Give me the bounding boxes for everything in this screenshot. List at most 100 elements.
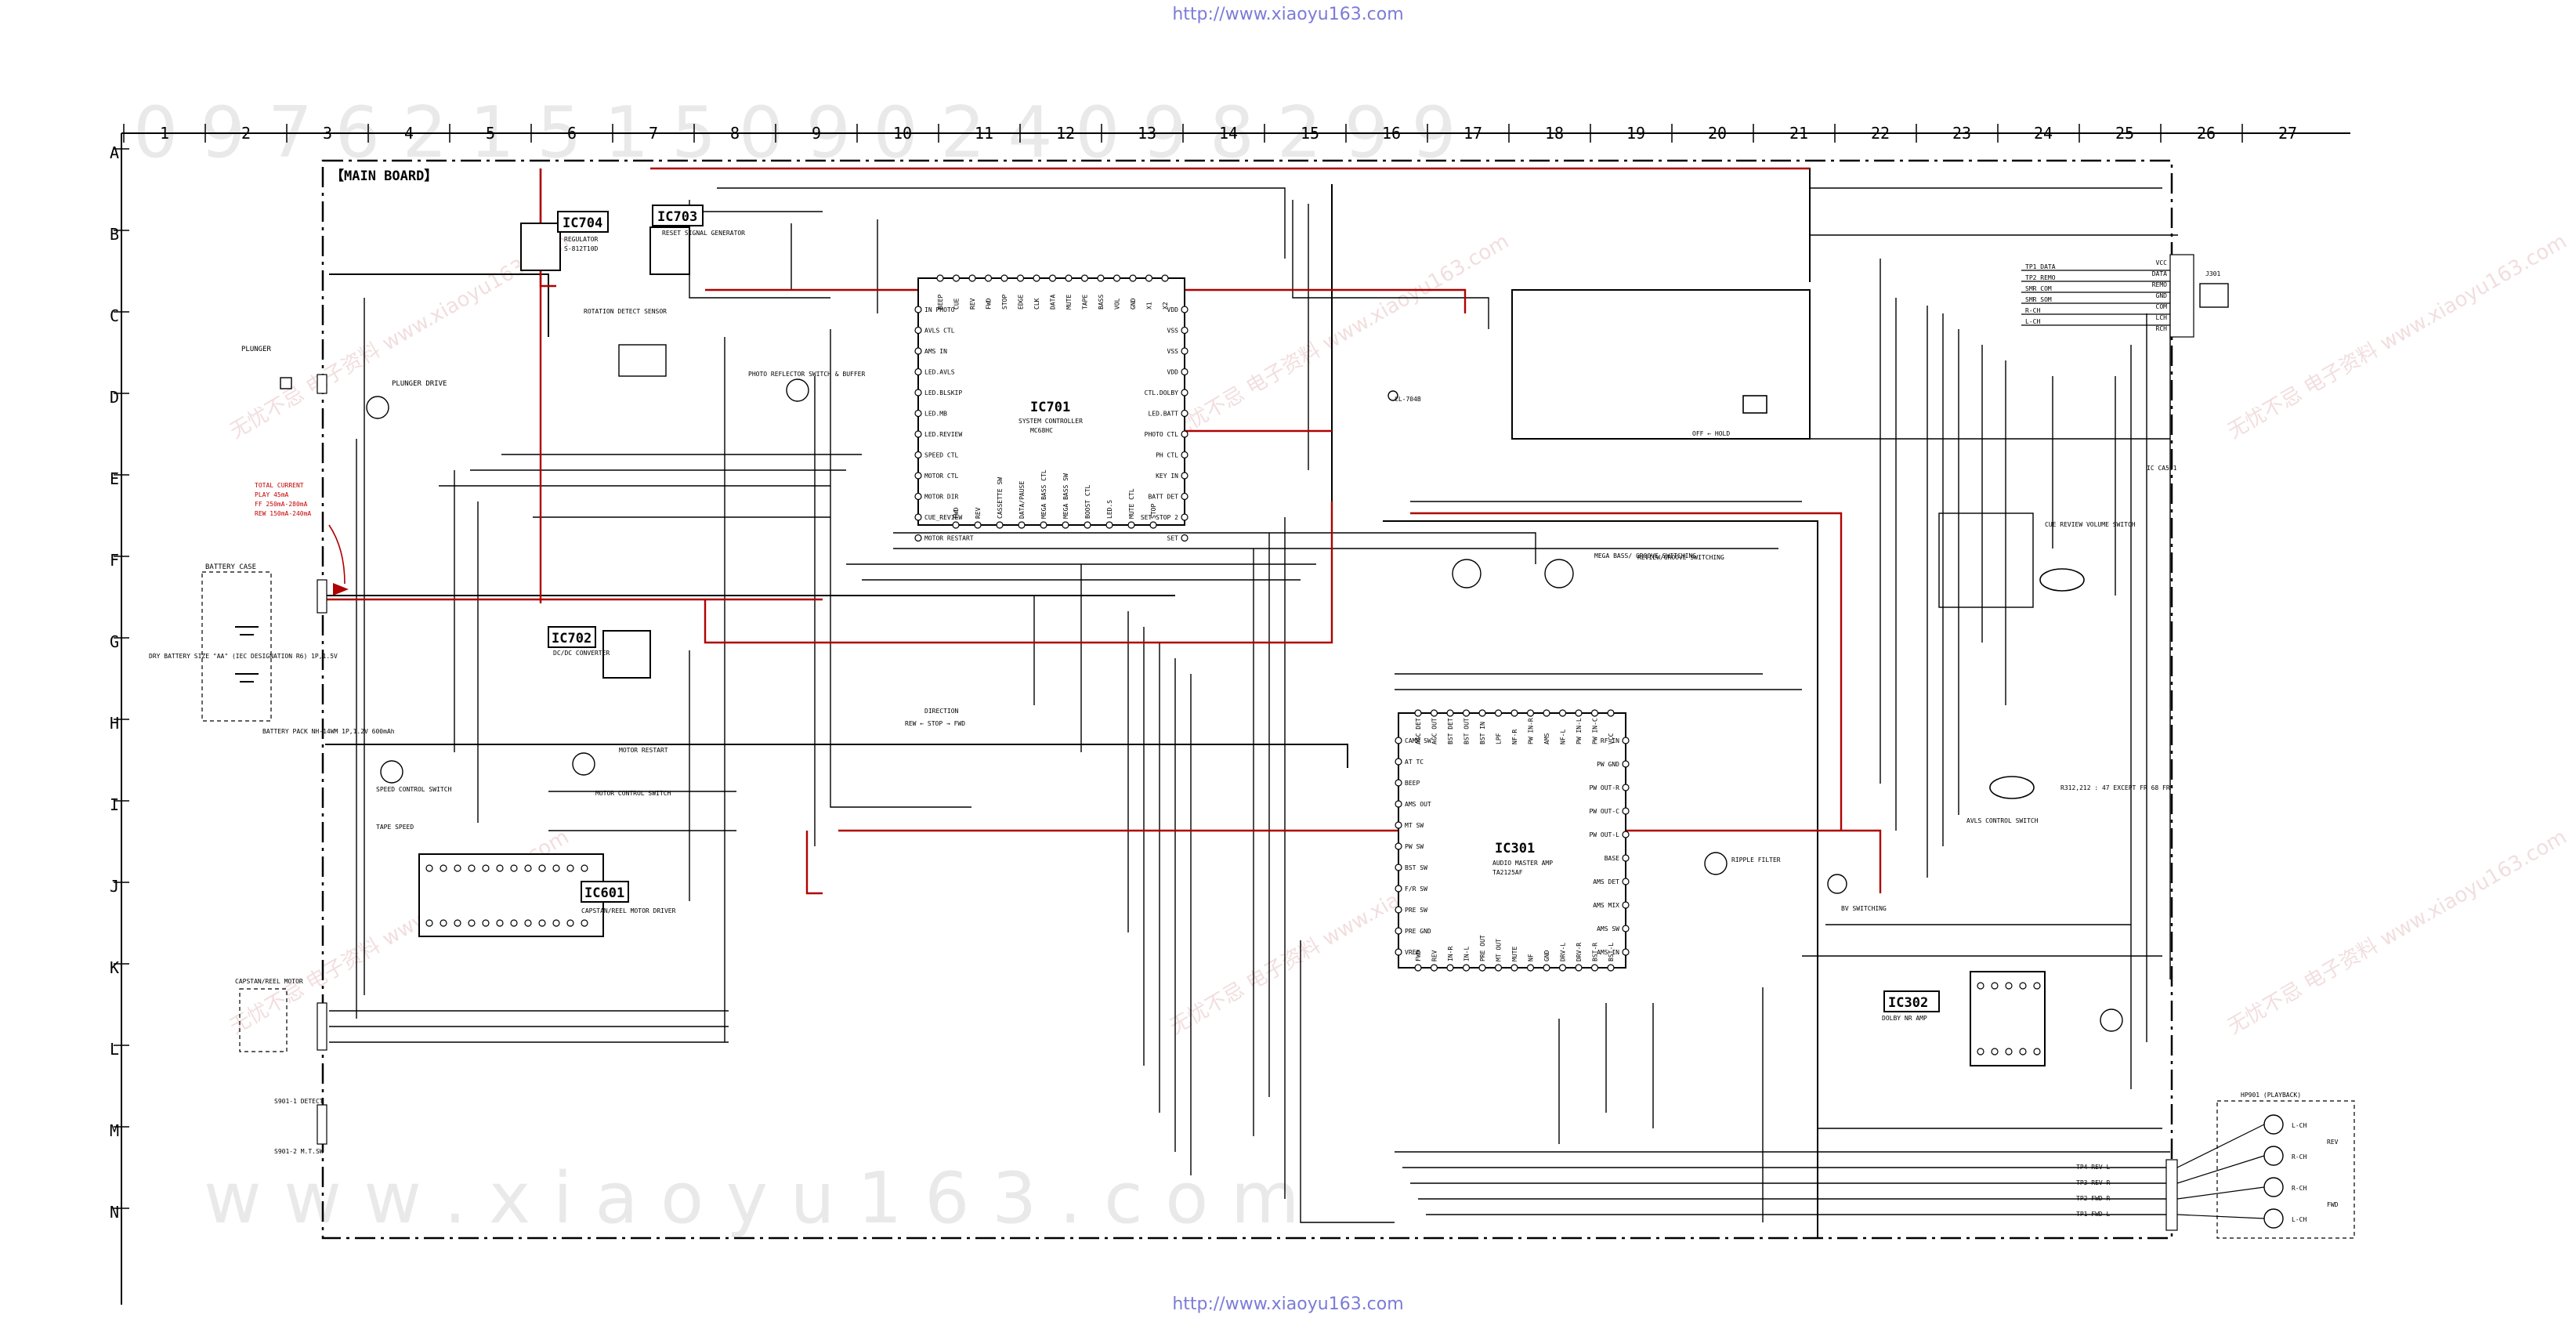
grid-column-label: 27 (2278, 124, 2297, 143)
connector-detect[interactable] (317, 1104, 327, 1145)
except-fr-label: R312,212 : 47 EXCEPT FR 68 FR (2060, 784, 2170, 791)
ic-pin-label: MUTE (1511, 947, 1518, 961)
ripple-filter-label: RIPPLE FILTER (1731, 856, 1781, 864)
transistor-q701 (366, 396, 389, 419)
ic-pin-label: CUE_REVIEW (924, 514, 962, 521)
ic-pin (984, 274, 993, 282)
ic-pin (552, 864, 560, 872)
connector-motor[interactable] (317, 1002, 327, 1051)
head-connector[interactable] (2165, 1159, 2178, 1231)
source-url-bottom[interactable]: http://www.xiaoyu163.com (1172, 1294, 1404, 1314)
avls-switch-icon[interactable] (1989, 776, 2035, 799)
ic-pin-label: PHOTO CTL (1145, 431, 1179, 438)
ic-pin (1149, 521, 1157, 529)
ic-pin (1462, 964, 1471, 972)
j301-pin-label: COM (2156, 303, 2168, 310)
ic601-block: IC601 CAPSTAN/REEL MOTOR DRIVER (418, 853, 676, 937)
battery-case-label: BATTERY CASE (205, 563, 256, 571)
ic-pin-label: BEEP (937, 295, 944, 310)
ic-pin (581, 864, 588, 872)
ic-pin-label: DATA/PAUSE (1018, 481, 1026, 519)
ic-pin (1000, 274, 1008, 282)
ic-pin-label: GND (1130, 298, 1137, 310)
ic704-block: IC704 REGULATOR S-812T10D (520, 211, 609, 271)
ic704-desc: REGULATOR (564, 236, 599, 243)
left-connectors: PLUNGER PLUNGER DRIVE BATTERY CASE DRY B… (149, 346, 447, 1155)
headphone-jack-icon[interactable] (2199, 283, 2229, 308)
ic-pin (468, 864, 476, 872)
ic-pin (1080, 274, 1089, 282)
grid-row-label: L (110, 1040, 119, 1059)
ic-pin (974, 521, 982, 529)
source-url-top[interactable]: http://www.xiaoyu163.com (1172, 5, 1404, 24)
transistor-q702 (786, 378, 809, 402)
grid-row-label: A (110, 143, 119, 162)
hold-switch[interactable] (1742, 395, 1767, 414)
ic-pin-label: MT SW (1405, 822, 1424, 829)
grid-row-label: M (110, 1121, 119, 1140)
transistor-q306 (1827, 874, 1847, 894)
connector-plunger[interactable] (317, 374, 327, 394)
ic-pin (914, 389, 922, 396)
ic-pin (1145, 274, 1153, 282)
ic-pin (1181, 513, 1189, 521)
ic-pin (1395, 779, 1402, 787)
ic-pin (914, 326, 922, 335)
cue-review-volume[interactable] (1938, 512, 2034, 608)
cl-label: CL-704B (1395, 396, 1421, 403)
head-group-label: REV (2327, 1139, 2339, 1146)
ic-pin (1430, 964, 1438, 972)
mega-bass-label: MEGA BASS/ GROOVE SWITCHING (1594, 552, 1696, 559)
ic-pin-label: LED.S (1106, 500, 1113, 519)
ff-current: FF 250mA-280mA (255, 501, 308, 508)
ic701-body (917, 277, 1185, 526)
ic-pin-label: MUTE (1065, 295, 1073, 310)
ic-pin-label: IN-L (1463, 947, 1471, 961)
ic-pin (1590, 964, 1599, 972)
ic-pin (1181, 472, 1189, 480)
ic-pin (1430, 709, 1438, 717)
ic-pin (552, 919, 560, 927)
grid-column-label: 12 (1056, 124, 1075, 143)
ic-pin-label: FWD (953, 507, 960, 519)
ic704-part: S-812T10D (564, 245, 599, 252)
ic703-block: IC703 RESET SIGNAL GENERATOR (649, 205, 745, 275)
ic-pin-label: AMS (1543, 733, 1550, 744)
ic-pin-label: PW GND (1597, 761, 1619, 768)
dry-battery-label: DRY BATTERY SIZE "AA" (IEC DESIGNATION R… (149, 653, 338, 660)
ic-pin-label: NF-R (1511, 730, 1518, 744)
ic703-name: IC703 (657, 209, 697, 225)
ic-pin (1395, 927, 1402, 935)
ic-pin-label: REV (969, 298, 976, 310)
ic-pin (936, 274, 944, 282)
ic-pin (1607, 709, 1615, 717)
volume-knob-icon[interactable] (2039, 568, 2085, 592)
ic-pin-label: VSS (1167, 348, 1179, 355)
battery-case (201, 571, 272, 722)
ic-pin-label: AVLS CTL (924, 328, 955, 335)
ic-pin (914, 513, 922, 521)
ic-pin (1181, 492, 1189, 501)
ic-pin (1511, 709, 1518, 717)
grid-column-label: 14 (1219, 124, 1238, 143)
grid-row-label: J (110, 877, 119, 896)
ic-pin (1622, 831, 1630, 838)
connector-battery[interactable] (317, 579, 327, 614)
led-icon (1387, 390, 1398, 401)
ic-pin (1161, 274, 1169, 282)
grid-column-label: 18 (1545, 124, 1564, 143)
motor-control-label: MOTOR CONTROL SWITCH (595, 790, 671, 797)
rew-current: REW 150mA-240mA (255, 510, 311, 517)
ic-pin (1511, 964, 1518, 972)
ic702-name: IC702 (552, 631, 592, 646)
ic-pin-label: BASS (1098, 295, 1105, 310)
ic-pin-label: MOTOR RESTART (924, 535, 974, 542)
ic-pin (1414, 964, 1422, 972)
j301-pin-label: REMO (2152, 281, 2167, 288)
ic-pin-label: MUTE CTL (1128, 488, 1135, 519)
ic-pin-label: IN-R (1447, 947, 1454, 961)
j301-body[interactable] (2169, 254, 2194, 338)
ic-pin (1414, 709, 1422, 717)
ic-pin (1991, 982, 1999, 990)
transistor-q307 (2100, 1008, 2123, 1032)
